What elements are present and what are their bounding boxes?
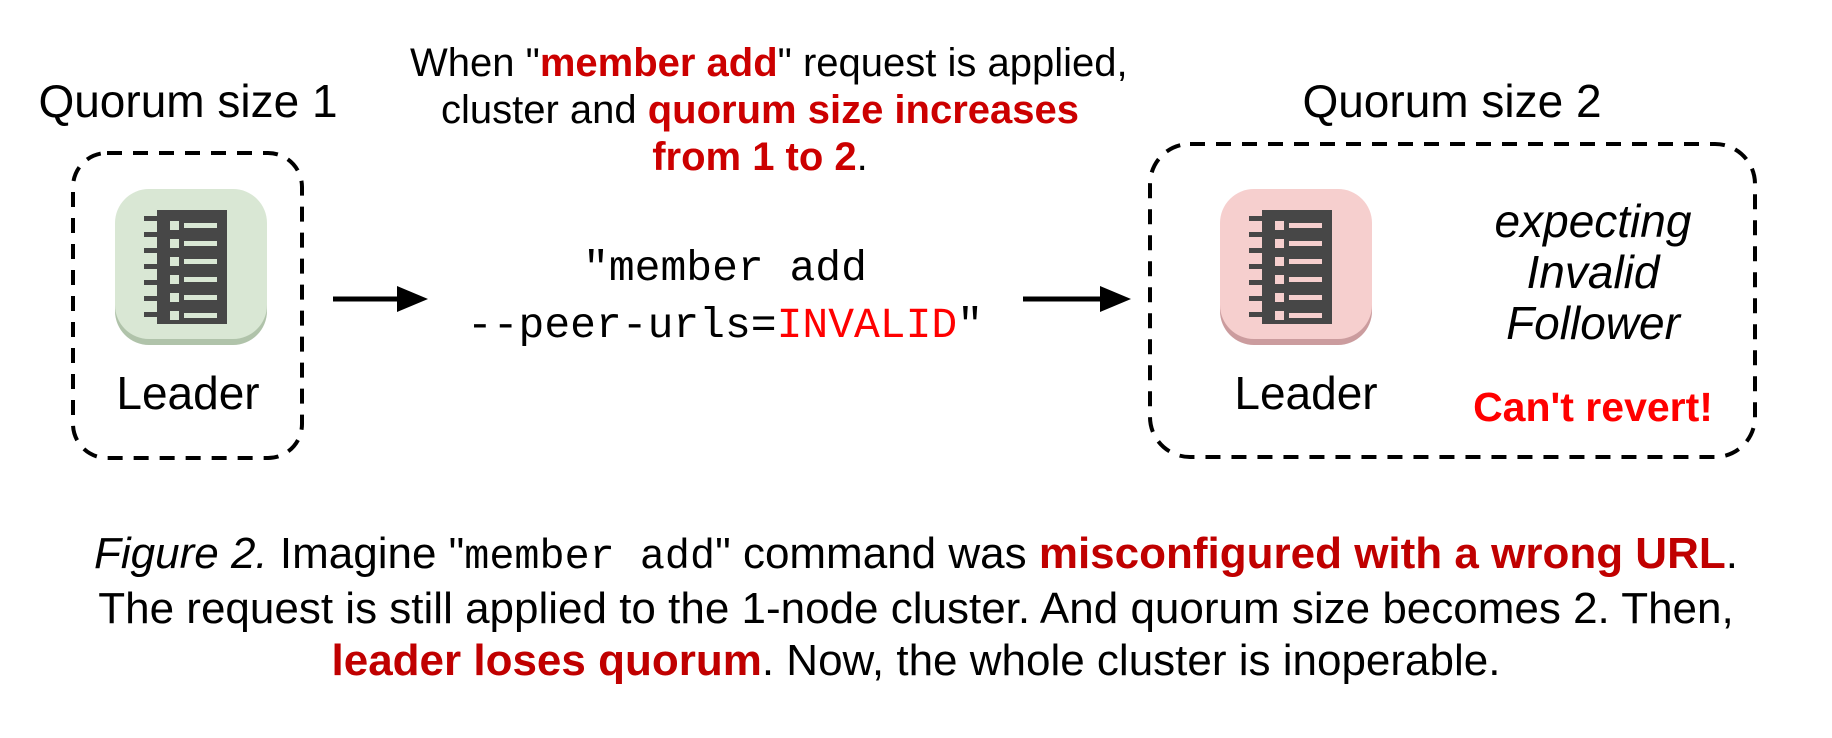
etcd-server-log-icon: [1249, 210, 1332, 324]
right-leader-label: Leader: [1234, 367, 1378, 419]
heading-text: cluster and: [440, 88, 648, 132]
arrow-right-icon: [1023, 286, 1131, 312]
heading-text: When ": [410, 41, 540, 85]
figure-label: Figure 2.: [94, 529, 268, 578]
heading-line-2: cluster and quorum size increases: [410, 87, 1110, 134]
caption-text: .: [1725, 529, 1738, 578]
expecting-line-2: Invalid: [1526, 246, 1660, 298]
heading-text: " request is applied,: [777, 41, 1128, 85]
command-text: "member add --peer-urls=INVALID": [425, 240, 1025, 354]
left-cluster-title: Quorum size 1: [38, 75, 338, 127]
caption-text: Imagine ": [267, 529, 465, 578]
etcd-server-log-icon: [144, 210, 227, 324]
cant-revert-warning: Can't revert!: [1473, 384, 1713, 430]
command-peer-urls: --peer-urls=: [466, 301, 777, 350]
caption-text: . Now, the whole cluster is inoperable.: [761, 636, 1501, 685]
arrow-right-icon: [333, 286, 428, 312]
command-closing-quote: ": [957, 301, 984, 350]
command-line-1: "member add: [425, 240, 1025, 297]
command-invalid-value: INVALID: [776, 301, 958, 350]
expecting-note: expecting Invalid Follower: [1428, 196, 1758, 349]
figure-caption: Figure 2. Imagine "member add" command w…: [56, 528, 1776, 687]
heading-from-1-to-2: from 1 to 2: [652, 135, 857, 179]
heading-line-1: When "member add" request is applied,: [410, 40, 1128, 87]
leader-node-broken: [1220, 189, 1372, 339]
heading-member-add: member add: [539, 41, 778, 85]
caption-line-3: leader loses quorum. Now, the whole clus…: [56, 635, 1776, 687]
caption-leader-loses-quorum: leader loses quorum: [331, 636, 762, 685]
expecting-line-1: expecting: [1494, 195, 1692, 247]
heading-line-3: from 1 to 2.: [410, 134, 1110, 181]
heading-text: .: [856, 135, 868, 179]
caption-misconfigured: misconfigured with a wrong URL: [1038, 529, 1726, 578]
heading-note: When "member add" request is applied, cl…: [410, 40, 1128, 181]
caption-line-2: The request is still applied to the 1-no…: [98, 584, 1734, 633]
caption-text: " command was: [715, 529, 1039, 578]
caption-member-add: member add: [464, 533, 716, 581]
left-leader-label: Leader: [116, 367, 260, 419]
expecting-line-3: Follower: [1506, 297, 1680, 349]
left-cluster-boundary: [71, 151, 304, 460]
caption-line-1: Figure 2. Imagine "member add" command w…: [56, 528, 1776, 583]
right-cluster-title: Quorum size 2: [1302, 75, 1602, 127]
heading-quorum-increases: quorum size increases: [647, 88, 1080, 132]
leader-node-healthy: [115, 189, 267, 339]
command-line-2: --peer-urls=INVALID": [425, 297, 1025, 354]
right-cluster-boundary: [1148, 142, 1757, 459]
command-member-add: "member add: [583, 244, 867, 293]
